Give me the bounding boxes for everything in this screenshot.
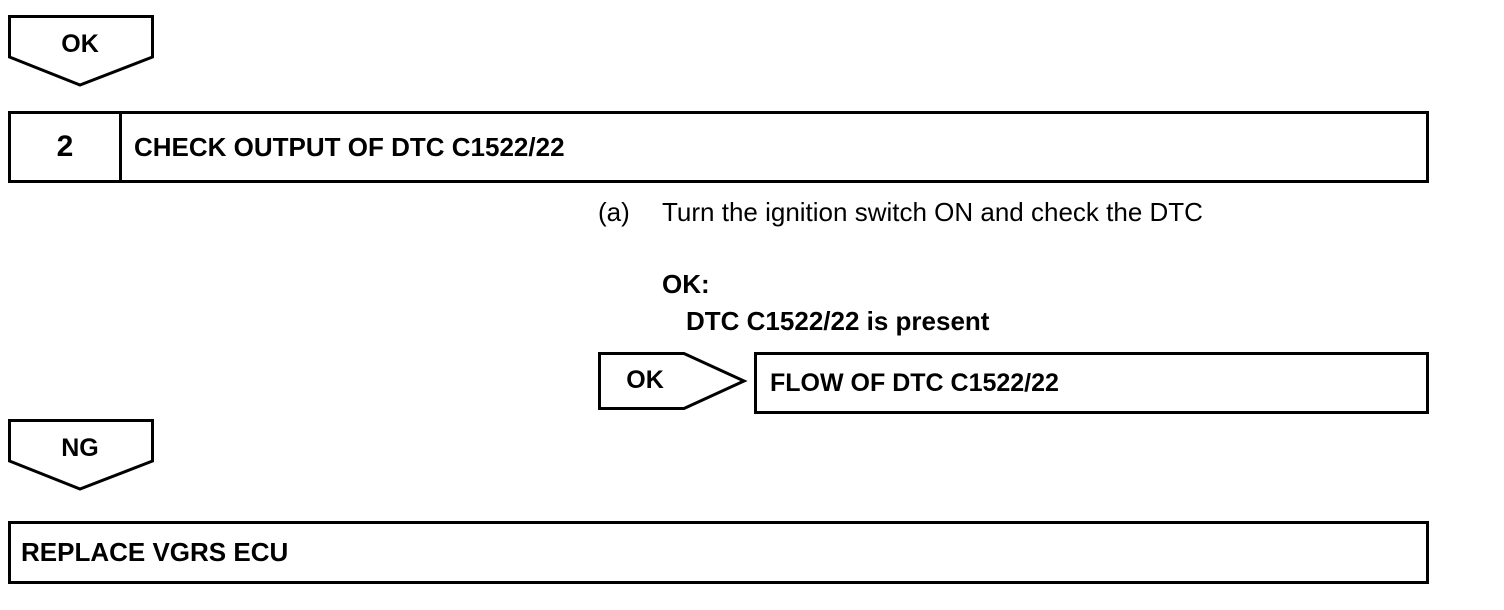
down-chevron-icon [8,15,154,87]
criteria-heading: OK: [662,269,710,299]
ok-branch-target: FLOW OF DTC C1522/22 [770,369,1059,397]
step-title: CHECK OUTPUT OF DTC C1522/22 [134,132,565,162]
instruction-marker: (a) [598,197,630,227]
down-chevron-icon [8,419,154,491]
ok-result-tab: OK [8,15,154,89]
ok-result-label: OK [61,30,99,58]
ng-result-label: NG [61,434,99,462]
ok-branch-arrow: OK [598,352,748,410]
step-number: 2 [11,114,122,180]
criteria-text: DTC C1522/22 is present [686,306,990,336]
ng-action-box: REPLACE VGRS ECU [8,521,1429,584]
ng-action-label: REPLACE VGRS ECU [21,537,289,567]
ng-result-tab: NG [8,419,154,493]
right-arrow-icon [598,352,748,410]
instruction-text: Turn the ignition switch ON and check th… [662,197,1203,227]
ok-branch-target-box: FLOW OF DTC C1522/22 [754,352,1429,414]
step-header: 2 CHECK OUTPUT OF DTC C1522/22 [8,111,1429,183]
ok-branch-label: OK [626,366,664,394]
